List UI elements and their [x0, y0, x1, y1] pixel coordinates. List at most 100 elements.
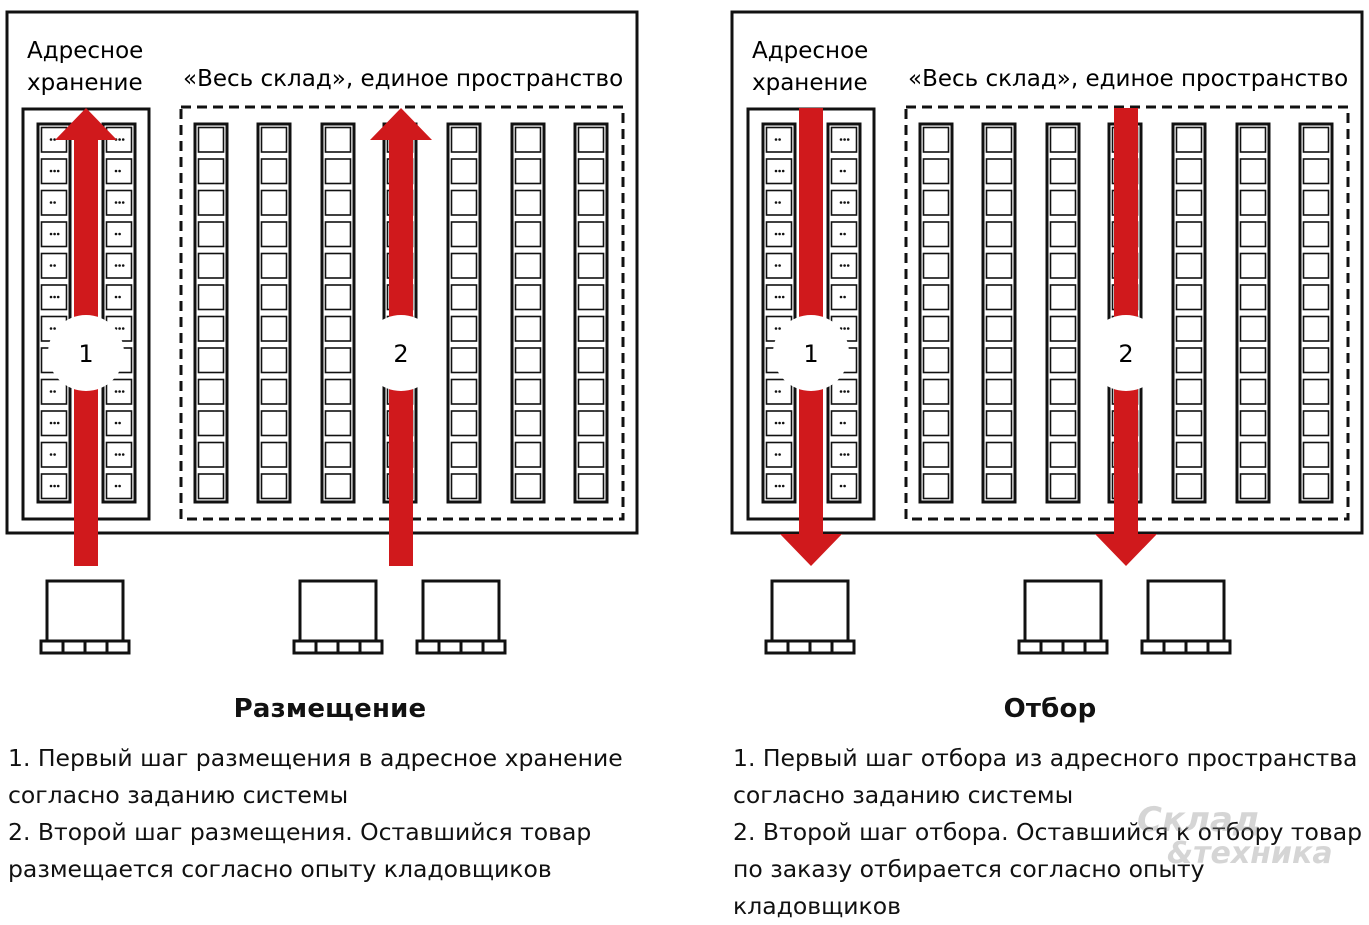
address-code-mark: [53, 169, 56, 173]
rack-cell: [1049, 252, 1077, 279]
placement-line-4: размещается согласно опыту кладовщиков: [8, 855, 552, 883]
rack-cell: [985, 221, 1013, 248]
address-code-mark: [49, 421, 53, 425]
rack-cell: [450, 284, 478, 311]
address-code-mark: [774, 169, 778, 173]
address-code-mark: [843, 390, 846, 393]
address-code-mark: [778, 201, 781, 204]
address-code-mark: [49, 295, 53, 299]
step-2-circle: [363, 315, 439, 391]
rack-cell: [197, 221, 225, 248]
address-code-mark: [843, 453, 846, 456]
step-2-marker: 2: [1118, 340, 1133, 368]
rack-cell: [1239, 189, 1267, 216]
address-code-mark: [839, 295, 843, 299]
address-code-mark: [846, 138, 850, 141]
address-code-mark: [53, 327, 56, 330]
rack-cell: [985, 158, 1013, 185]
address-code-mark: [53, 138, 56, 141]
address-code-mark: [774, 138, 778, 141]
address-code-mark: [846, 453, 850, 456]
rack-cell: [450, 315, 478, 342]
rack-cell: [577, 158, 605, 185]
rack-cell: [1239, 126, 1267, 153]
rack-cell: [577, 252, 605, 279]
address-code-mark: [53, 453, 56, 456]
address-code-mark: [118, 201, 121, 204]
address-code-mark: [781, 484, 785, 488]
placement-line-3: 2. Второй шаг размещения. Оставшийся тов…: [8, 818, 592, 846]
rack-cell: [1302, 158, 1330, 185]
address-code-mark: [839, 453, 843, 456]
rack-cell: [514, 441, 542, 468]
address-code-mark: [56, 169, 60, 173]
rack-cell: [922, 221, 950, 248]
rack-cell: [1049, 126, 1077, 153]
address-code-mark: [778, 327, 781, 330]
step-2-circle: [1088, 315, 1164, 391]
address-code-mark: [781, 169, 785, 173]
picking-line-3: 2. Второй шаг отбора. Оставшийся к отбор…: [733, 818, 1363, 846]
address-code-mark: [778, 390, 781, 393]
placement-heading: Размещение: [233, 694, 427, 724]
rack-cell: [1302, 378, 1330, 405]
whole-warehouse-label: «Весь склад», единое пространство: [908, 66, 1348, 92]
rack-cell: [450, 252, 478, 279]
address-code-mark: [778, 169, 781, 173]
rack-cell: [1239, 284, 1267, 311]
rack-cell: [450, 378, 478, 405]
address-code-mark: [774, 295, 778, 299]
address-code-mark: [121, 453, 125, 456]
rack-cell: [324, 158, 352, 185]
storage-rack: [1171, 122, 1207, 504]
rack-cell: [324, 221, 352, 248]
rack-cell: [922, 315, 950, 342]
placement-line-2: согласно заданию системы: [8, 781, 349, 809]
address-code-mark: [843, 232, 846, 236]
rack-cell: [260, 347, 288, 374]
address-code-mark: [839, 390, 843, 393]
address-storage-label-line1: Адресное: [752, 38, 868, 64]
address-code-mark: [114, 201, 118, 204]
rack-cell: [1175, 473, 1203, 500]
picking-line-1: 1. Первый шаг отбора из адресного простр…: [733, 744, 1358, 772]
rack-cell: [514, 284, 542, 311]
rack-cell: [577, 441, 605, 468]
flow-arrow-head: [1095, 534, 1157, 566]
pallet-box: [421, 579, 501, 643]
address-code-mark: [114, 232, 118, 236]
address-code-mark: [121, 201, 125, 204]
storage-rack: [573, 122, 609, 504]
rack-cell: [1239, 158, 1267, 185]
rack-cell: [450, 158, 478, 185]
rack-cell: [1049, 221, 1077, 248]
address-code-mark: [118, 264, 121, 267]
rack-cell: [450, 189, 478, 216]
storage-rack: [256, 122, 292, 504]
rack-cell: [450, 221, 478, 248]
address-code-mark: [843, 201, 846, 204]
rack-cell: [1239, 378, 1267, 405]
rack-cell: [197, 252, 225, 279]
placement-diagram: Адресное хранение «Весь склад», единое п…: [0, 0, 650, 680]
rack-cell: [197, 441, 225, 468]
storage-rack: [446, 122, 482, 504]
rack-cell: [324, 189, 352, 216]
address-code-mark: [118, 484, 121, 488]
rack-cell: [197, 284, 225, 311]
address-code-mark: [778, 453, 781, 456]
rack-cell: [514, 158, 542, 185]
rack-cell: [105, 441, 133, 468]
address-code-mark: [49, 201, 53, 204]
address-storage-label-line2: хранение: [27, 70, 143, 96]
rack-cell: [577, 378, 605, 405]
rack-cell: [1302, 126, 1330, 153]
rack-cell: [514, 315, 542, 342]
rack-cell: [1049, 284, 1077, 311]
rack-cell: [450, 126, 478, 153]
address-code-mark: [774, 421, 778, 425]
storage-rack: [101, 122, 137, 504]
address-code-mark: [118, 232, 121, 236]
rack-cell: [922, 378, 950, 405]
rack-cell: [577, 315, 605, 342]
